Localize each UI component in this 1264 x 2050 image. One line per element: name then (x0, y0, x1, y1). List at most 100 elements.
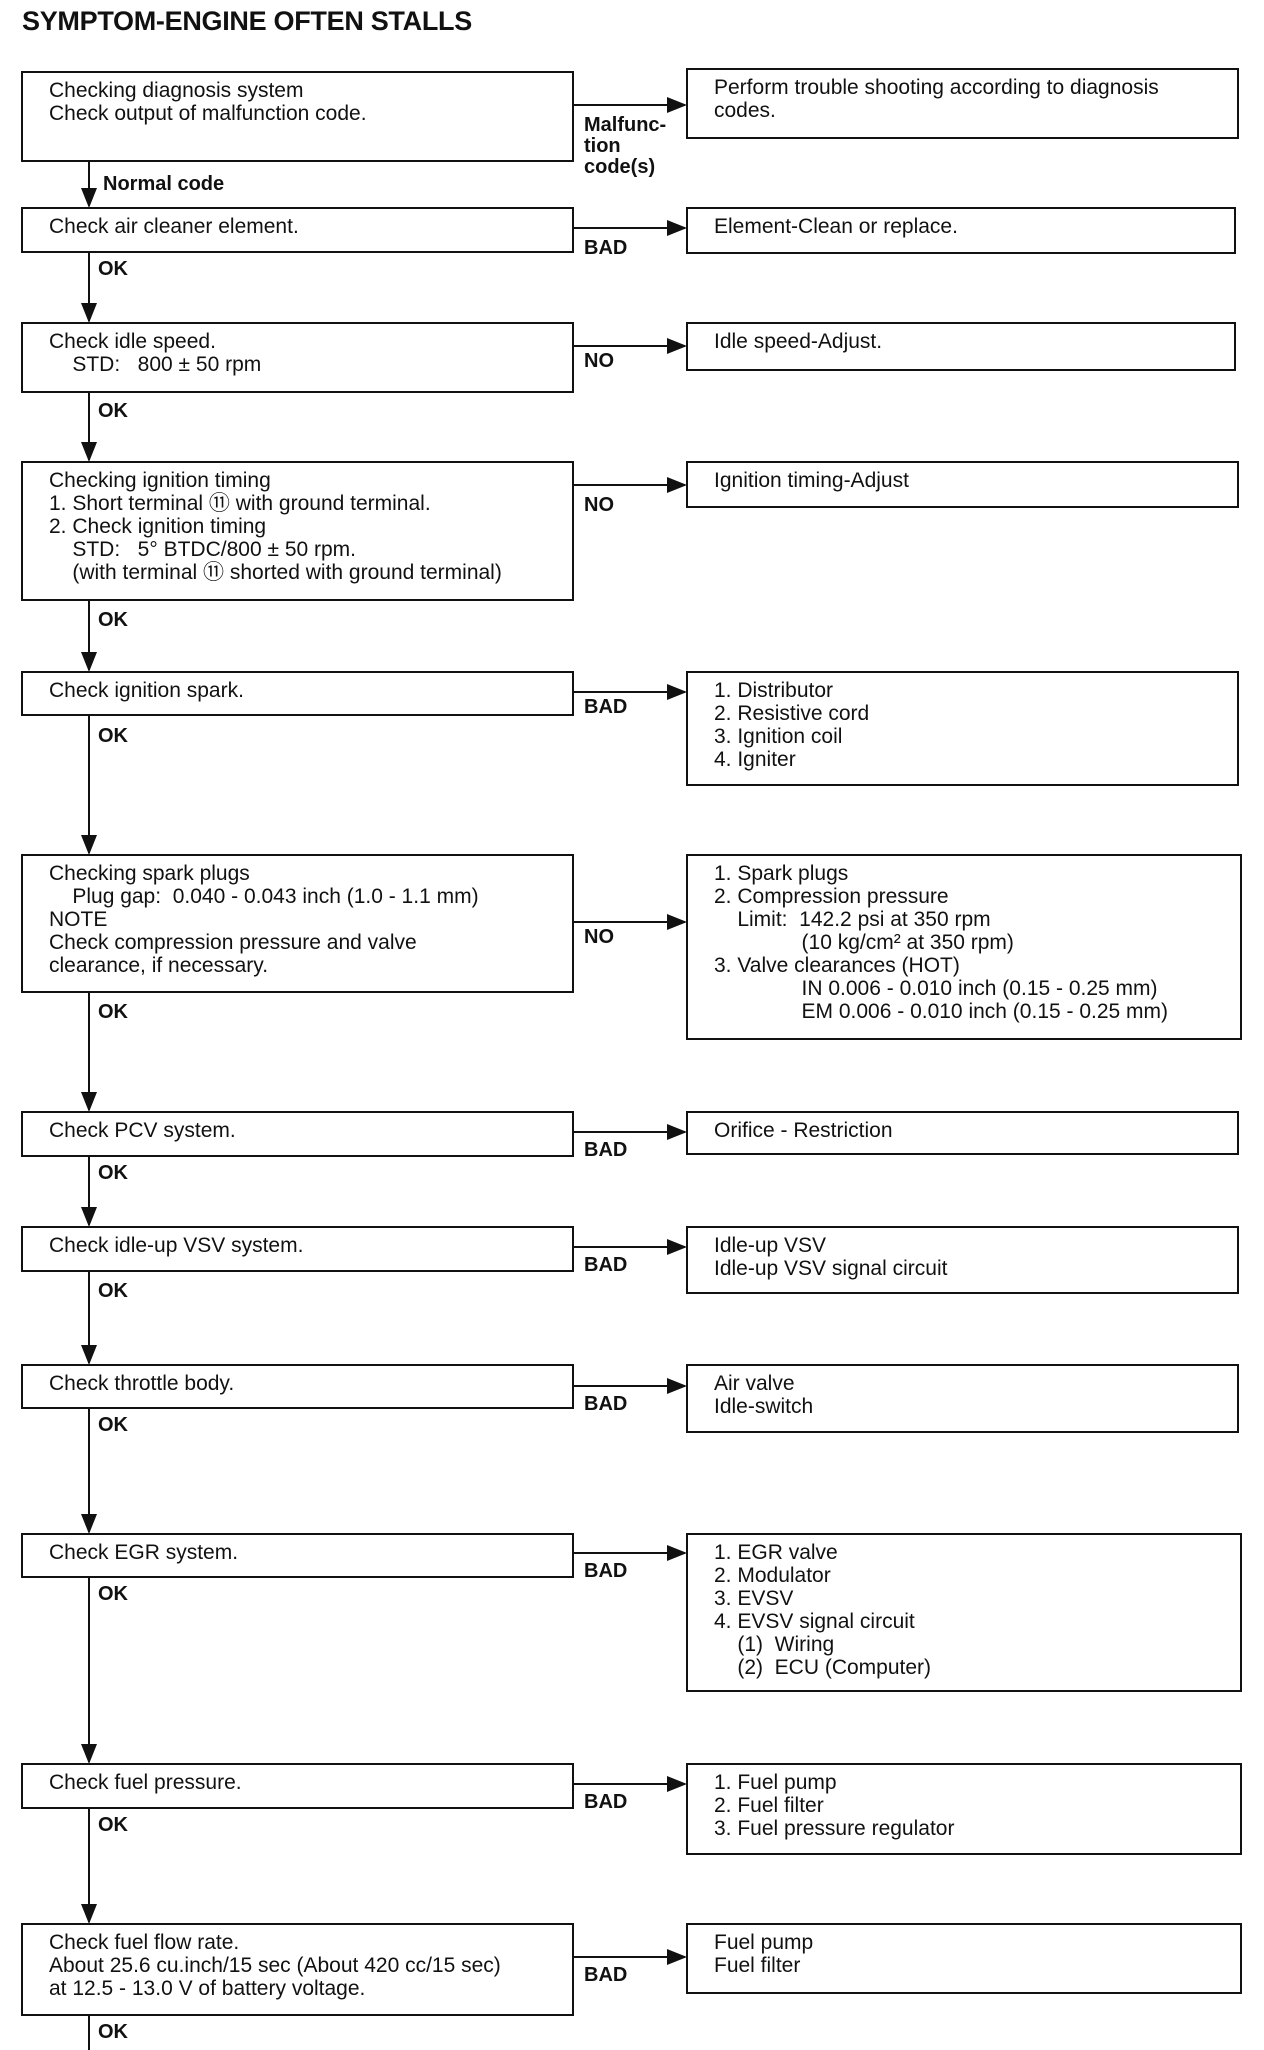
pass-label: OK (98, 1414, 128, 1436)
action-text-line: 3. Fuel pressure regulator (714, 1817, 955, 1840)
check-text-line: Check fuel flow rate. (49, 1931, 240, 1954)
check-text-line: (with terminal ⑪ shorted with ground ter… (49, 561, 502, 584)
action-box-3: Idle speed-Adjust. (686, 322, 1236, 371)
check-text-line: 1. Short terminal ⑪ with ground terminal… (49, 492, 431, 515)
check-text-line: at 12.5 - 13.0 V of battery voltage. (49, 1977, 366, 2000)
action-text-line: Limit: 142.2 psi at 350 rpm (714, 908, 991, 931)
check-text-line: Check ignition spark. (49, 679, 244, 702)
check-text-line: Check throttle body. (49, 1372, 235, 1395)
action-box-4: Ignition timing-Adjust (686, 461, 1239, 508)
branch-label: BAD (584, 237, 628, 259)
branch-label: NO (584, 494, 614, 516)
check-text-line: 2. Check ignition timing (49, 515, 267, 538)
action-text-line: Fuel pump (714, 1931, 814, 1954)
check-box-2: Check air cleaner element. (21, 207, 574, 253)
action-text-line: Air valve (714, 1372, 795, 1395)
check-text-line: Plug gap: 0.040 - 0.043 inch (1.0 - 1.1 … (49, 885, 479, 908)
branch-label: NO (584, 926, 614, 948)
pass-label: OK (98, 609, 128, 631)
branch-label: BAD (584, 1254, 628, 1276)
action-box-1: Perform trouble shooting according to di… (686, 68, 1239, 139)
pass-label: OK (98, 1814, 128, 1836)
action-text-line: 4. EVSV signal circuit (714, 1610, 915, 1633)
pass-label: OK (98, 1583, 128, 1605)
pass-label: OK (98, 1162, 128, 1184)
action-text-line: 3. Ignition coil (714, 725, 843, 748)
pass-label: OK (98, 1280, 128, 1302)
action-text-line: (2) ECU (Computer) (714, 1656, 932, 1679)
check-box-12: Check fuel flow rate.About 25.6 cu.inch/… (21, 1923, 574, 2016)
check-text-line: Check idle speed. (49, 330, 216, 353)
check-text-line: Check compression pressure and valve (49, 931, 417, 954)
action-text-line: Orifice - Restriction (714, 1119, 893, 1142)
pass-label: OK (98, 2021, 128, 2043)
check-text-line: Checking spark plugs (49, 862, 250, 885)
action-text-line: 1. EGR valve (714, 1541, 838, 1564)
check-text-line: Checking diagnosis system (49, 79, 304, 102)
action-text-line: (10 kg/cm² at 350 rpm) (714, 931, 1014, 954)
action-text-line: EM 0.006 - 0.010 inch (0.15 - 0.25 mm) (714, 1000, 1169, 1023)
check-box-3: Check idle speed. STD: 800 ± 50 rpm (21, 322, 574, 393)
action-text-line: Idle-up VSV (714, 1234, 827, 1257)
action-text-line: 2. Resistive cord (714, 702, 870, 725)
action-text-line: 1. Fuel pump (714, 1771, 837, 1794)
check-text-line: STD: 5° BTDC/800 ± 50 rpm. (49, 538, 357, 561)
action-box-2: Element-Clean or replace. (686, 207, 1236, 254)
action-text-line: (1) Wiring (714, 1633, 835, 1656)
action-text-line: codes. (714, 99, 776, 122)
check-text-line: Checking ignition timing (49, 469, 271, 492)
check-text-line: Check EGR system. (49, 1541, 239, 1564)
branch-label: NO (584, 350, 614, 372)
check-text-line: Check output of malfunction code. (49, 102, 367, 125)
check-box-6: Checking spark plugs Plug gap: 0.040 - 0… (21, 854, 574, 993)
check-text-line: About 25.6 cu.inch/15 sec (About 420 cc/… (49, 1954, 501, 1977)
action-text-line: Perform trouble shooting according to di… (714, 76, 1159, 99)
pass-label: OK (98, 1001, 128, 1023)
action-text-line: 1. Distributor (714, 679, 834, 702)
page-title: SYMPTOM-ENGINE OFTEN STALLS (22, 6, 472, 36)
branch-label: BAD (584, 1964, 628, 1986)
action-text-line: Idle-up VSV signal circuit (714, 1257, 948, 1280)
check-box-8: Check idle-up VSV system. (21, 1226, 574, 1272)
action-text-line: 3. Valve clearances (HOT) (714, 954, 960, 977)
pass-label: OK (98, 400, 128, 422)
action-text-line: 1. Spark plugs (714, 862, 849, 885)
check-text-line: Check PCV system. (49, 1119, 236, 1142)
action-text-line: Element-Clean or replace. (714, 215, 958, 238)
action-text-line: Idle-switch (714, 1395, 814, 1418)
branch-label: BAD (584, 1139, 628, 1161)
check-text-line: Check fuel pressure. (49, 1771, 242, 1794)
check-box-11: Check fuel pressure. (21, 1763, 574, 1809)
branch-label: BAD (584, 696, 628, 718)
pass-label: OK (98, 258, 128, 280)
pass-label: OK (98, 725, 128, 747)
branch-label: BAD (584, 1560, 628, 1582)
check-text-line: Check air cleaner element. (49, 215, 299, 238)
check-text-line: STD: 800 ± 50 rpm (49, 353, 262, 376)
action-text-line: 3. EVSV (714, 1587, 794, 1610)
check-text-line: clearance, if necessary. (49, 954, 269, 977)
branch-label: BAD (584, 1791, 628, 1813)
action-box-7: Orifice - Restriction (686, 1111, 1239, 1155)
check-text-line: NOTE (49, 908, 108, 931)
action-text-line: Fuel filter (714, 1954, 801, 1977)
pass-label: Normal code (103, 173, 225, 195)
action-text-line: Ignition timing-Adjust (714, 469, 909, 492)
check-box-10: Check EGR system. (21, 1533, 574, 1578)
action-text-line: IN 0.006 - 0.010 inch (0.15 - 0.25 mm) (714, 977, 1158, 1000)
branch-label: Malfunc- tion code(s) (584, 114, 667, 178)
action-text-line: 4. Igniter (714, 748, 796, 771)
check-text-line: Check idle-up VSV system. (49, 1234, 304, 1257)
action-text-line: 2. Fuel filter (714, 1794, 824, 1817)
check-box-9: Check throttle body. (21, 1364, 574, 1409)
action-text-line: 2. Modulator (714, 1564, 831, 1587)
